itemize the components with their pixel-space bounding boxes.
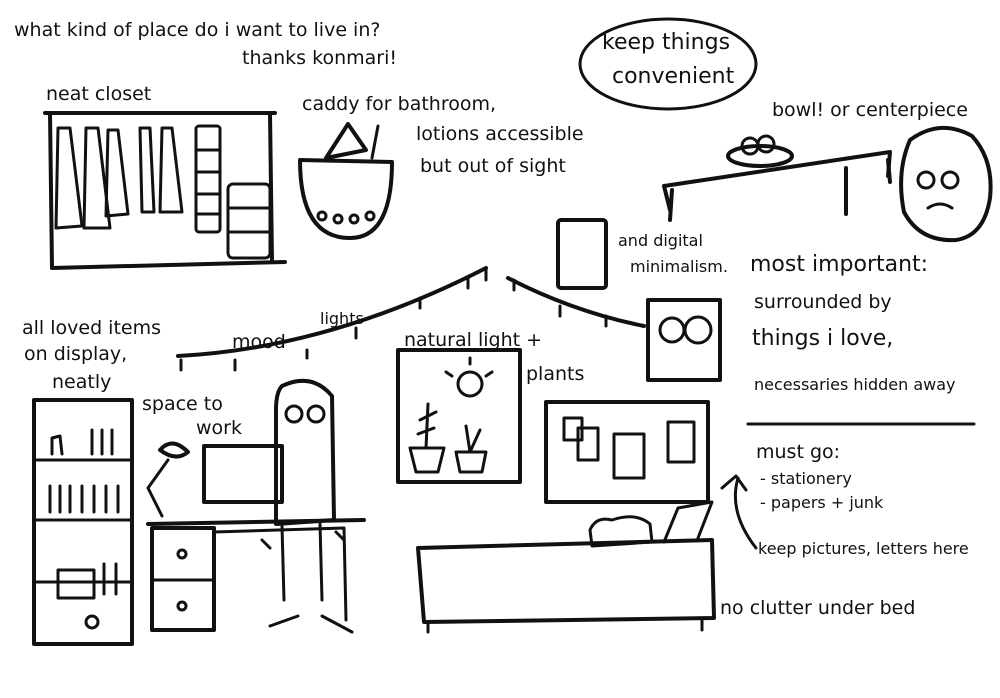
heading-note: what kind of place do i want to live in? [14, 19, 381, 41]
keep-pictures-label: keep pictures, letters here [758, 539, 969, 558]
thanks-note: thanks konmari! [242, 47, 397, 69]
digital-label-line1: and digital [618, 231, 703, 250]
arrow-to-board [720, 474, 758, 550]
important-line2: surrounded by [754, 291, 892, 313]
caddy-label-line1: caddy for bathroom, [302, 93, 497, 115]
closet-drawing [43, 111, 287, 270]
no-clutter-label: no clutter under bed [720, 597, 916, 619]
window-drawing [396, 348, 522, 484]
framed-photo [646, 298, 722, 382]
space-label-line1: space to [142, 393, 223, 415]
mood-label: mood [232, 331, 286, 353]
loved-label-line3: neatly [52, 371, 112, 393]
digital-label-line2: minimalism. [630, 257, 728, 276]
bubble-text-line2: convenient [612, 64, 735, 89]
papers-item: - papers + junk [760, 493, 884, 512]
caddy-label-line3: but out of sight [420, 155, 566, 177]
person-drawing [260, 378, 354, 634]
caddy-drawing [298, 122, 394, 240]
string-lights [176, 266, 646, 372]
caddy-label-line2: lotions accessible [416, 123, 584, 145]
bed-drawing [416, 500, 716, 634]
space-label-line2: work [196, 417, 242, 439]
phone-drawing [556, 218, 608, 290]
lights-label: lights [320, 309, 364, 328]
bubble-text-line1: keep things [602, 30, 731, 55]
bowl-label: bowl! or centerpiece [772, 99, 968, 121]
important-line4: necessaries hidden away [754, 375, 956, 394]
stationery-item: - stationery [760, 469, 852, 488]
loved-label-line1: all loved items [22, 317, 162, 339]
konmari-portrait [899, 125, 993, 243]
important-line1: most important: [750, 252, 929, 277]
natural-light-label: natural light + [404, 329, 543, 351]
table-drawing [662, 134, 892, 222]
important-line3: things i love, [752, 326, 894, 351]
loved-label-line2: on display, [24, 343, 128, 365]
bulletin-board [544, 400, 710, 504]
must-go-label: must go: [756, 441, 841, 463]
convenient-bubble [578, 17, 758, 111]
plants-label: plants [526, 363, 585, 385]
closet-label: neat closet [46, 83, 152, 105]
bookshelf-drawing [32, 398, 134, 646]
